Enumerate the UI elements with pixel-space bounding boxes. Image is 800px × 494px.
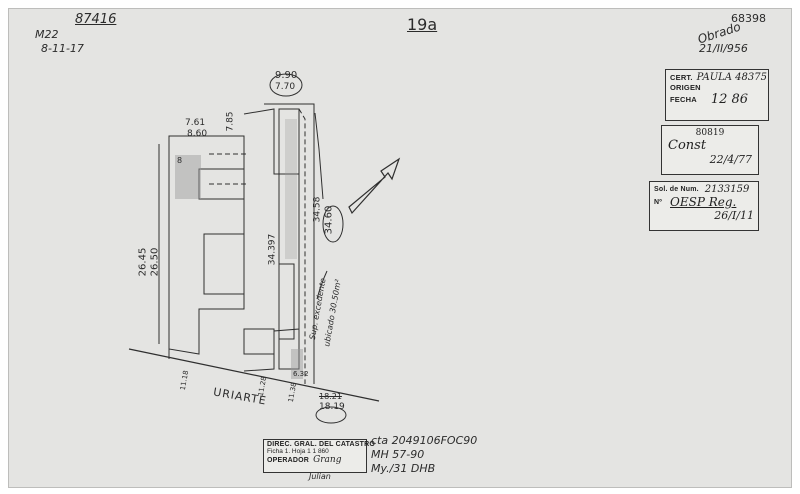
dim-2650: 26.50 <box>149 247 161 277</box>
const-date: 22/4/77 <box>709 153 752 166</box>
cert-stamp: CERT. PAULA 48375 ORIGEN FECHA 12 86 <box>665 69 769 121</box>
cert-label: CERT. <box>670 73 693 82</box>
circle-990 <box>269 73 303 97</box>
fecha-row: FECHA 12 86 <box>670 92 764 107</box>
plan-right-edge <box>306 103 315 384</box>
shade-front-strip <box>291 349 303 379</box>
dim-3458: 34.58 <box>312 196 323 223</box>
no-value: OESP Reg. <box>670 195 737 209</box>
street-line <box>128 348 380 402</box>
const-number: 80819 <box>695 128 725 138</box>
plan-lot-boundary <box>209 108 306 384</box>
sol-value: 2133159 <box>704 184 750 195</box>
dim-1819: 18.19 <box>319 402 345 412</box>
left-note-2: 8-11-17 <box>41 42 84 55</box>
north-arrow <box>348 157 401 215</box>
no-label: Nº <box>654 198 663 206</box>
sol-stamp: Sol. de Num. 2133159 Nº OESP Reg. 26/I/1… <box>649 181 759 231</box>
footer-note-3: My./31 DHB <box>371 462 436 475</box>
catastro-line-3: OPERADOR <box>267 456 310 464</box>
dim-3460: 34.60 <box>323 205 335 235</box>
shade-right-strip <box>285 119 297 259</box>
origen-row: ORIGEN <box>670 83 764 92</box>
plan-inner-right <box>278 263 295 340</box>
dim-34397: 34.397 <box>267 233 278 266</box>
footer-note-1: cta 2049106FOC90 <box>371 434 478 447</box>
circle-3460 <box>322 205 344 243</box>
origen-label: ORIGEN <box>670 83 701 92</box>
dim-761: 7.61 <box>185 118 206 128</box>
catastro-line-2: Ficha 1. Hoja 1 1 860 <box>267 448 329 455</box>
sol-label: Sol. de Num. <box>654 186 699 193</box>
dim-2645: 26.45 <box>137 247 149 277</box>
lot-mark: 8 <box>177 156 183 165</box>
cert-row: CERT. PAULA 48375 <box>670 72 767 83</box>
const-word: Const <box>668 138 707 153</box>
shade-lot-8 <box>175 155 201 199</box>
catastro-signature-2: Julian <box>309 472 331 481</box>
footer-note-2: MH 57-90 <box>371 448 425 461</box>
fecha-value: 12 86 <box>710 92 749 107</box>
dim-785: 7.85 <box>225 111 236 132</box>
dim-990: 9.90 <box>275 70 298 81</box>
plan-inner-block <box>198 168 245 200</box>
dim-860: 8.60 <box>187 129 208 139</box>
plan-dimension-line <box>314 112 324 200</box>
cert-value: PAULA 48375 <box>696 72 767 83</box>
catastro-signature: Grang <box>313 455 342 465</box>
left-note-1: M22 <box>35 28 59 41</box>
const-stamp: 80819 Const 22/4/77 <box>661 125 759 175</box>
note-leader <box>316 270 328 300</box>
dim-770: 7.70 <box>275 82 296 92</box>
circle-1819 <box>315 406 347 424</box>
page-number: 19a <box>407 15 438 34</box>
dim-632: 6.32 <box>293 370 309 378</box>
plan-front-block <box>243 328 275 355</box>
paper-sheet: 87416 M22 8-11-17 19a 68398 Obrado 21/II… <box>8 8 792 488</box>
plan-courtyard <box>203 233 245 295</box>
catastro-stamp: DIREC. GRAL. DEL CATASTRO Ficha 1. Hoja … <box>263 439 375 473</box>
signed-date: 21/II/956 <box>699 42 748 55</box>
file-number: 87416 <box>75 12 117 27</box>
doc-id: 68398 <box>731 12 766 25</box>
dim-1821: 18.21 <box>319 392 342 401</box>
catastro-line-1: DIREC. GRAL. DEL CATASTRO <box>267 441 376 448</box>
sol-date: 26/I/11 <box>714 209 754 222</box>
cadastral-plan <box>128 73 401 424</box>
fecha-label: FECHA <box>670 95 697 104</box>
